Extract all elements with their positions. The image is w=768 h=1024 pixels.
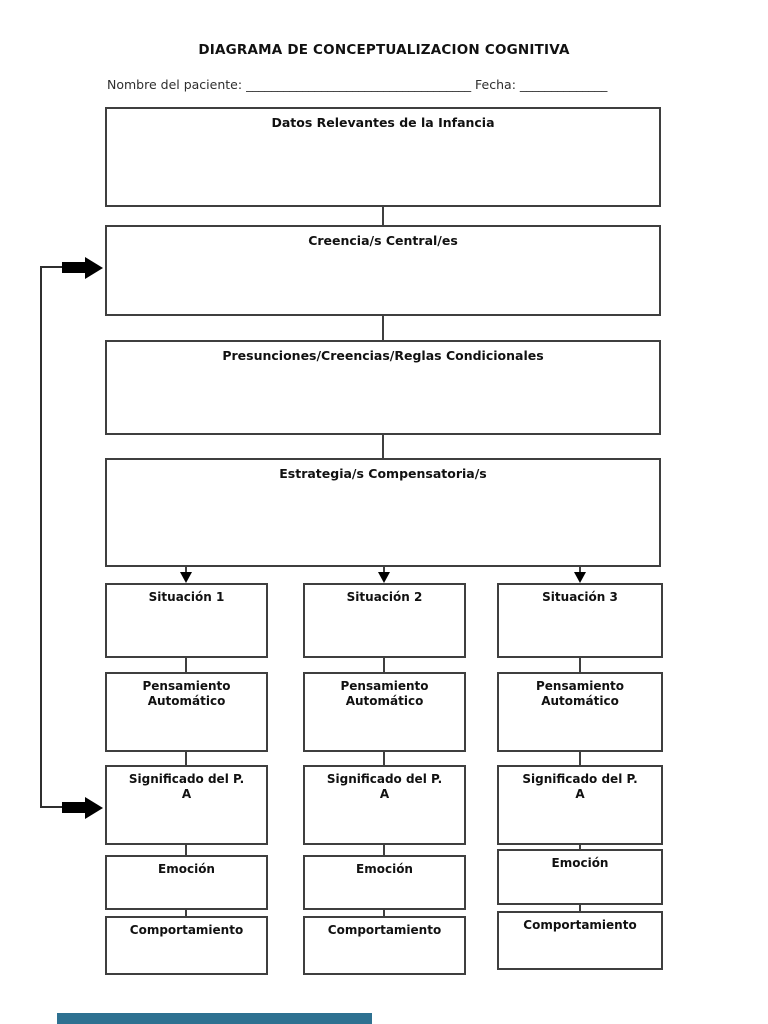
date-label: Fecha: — [475, 77, 516, 92]
box-comportamiento-1-label: Comportamiento — [129, 923, 244, 937]
down-arrow-icon — [377, 572, 390, 583]
box-comportamiento-3: Comportamiento — [497, 911, 663, 970]
connector-col1-pens-sig — [185, 752, 187, 765]
arrow-stem-col1 — [185, 567, 187, 574]
block-arrow-icon — [62, 801, 85, 813]
box-situacion-2: Situación 2 — [303, 583, 466, 658]
connector-col3-situ-pens — [579, 658, 581, 672]
box-situacion-1-label: Situación 1 — [148, 590, 225, 604]
box-estrategia: Estrategia/s Compensatoria/s — [105, 458, 661, 567]
box-comportamiento-3-label: Comportamiento — [523, 918, 637, 932]
arrow-stem-col2 — [383, 567, 385, 574]
connector-datos-creencia — [382, 205, 384, 226]
connector-col1-situ-pens — [185, 658, 187, 672]
connector-col3-pens-sig — [579, 752, 581, 765]
box-pensamiento-3-label: Pensamiento Automático — [536, 679, 624, 708]
connector-col1-sig-emo — [185, 845, 187, 855]
down-arrow-icon — [179, 572, 192, 583]
connector-presunciones-estrategia — [382, 433, 384, 459]
box-presunciones: Presunciones/Creencias/Reglas Condiciona… — [105, 340, 661, 435]
patient-name-blank: ____________________________________ — [246, 77, 472, 92]
box-significado-1: Significado del P. A — [105, 765, 268, 845]
box-datos-infancia-label: Datos Relevantes de la Infancia — [271, 115, 495, 130]
box-significado-3-label: Significado del P. A — [522, 772, 638, 801]
connector-col3-emo-comp — [579, 905, 581, 911]
box-pensamiento-2-label: Pensamiento Automático — [340, 679, 429, 708]
box-presunciones-label: Presunciones/Creencias/Reglas Condiciona… — [222, 348, 544, 363]
box-significado-3: Significado del P. A — [497, 765, 663, 845]
box-situacion-3-label: Situación 3 — [542, 590, 618, 604]
box-emocion-1-label: Emoción — [158, 862, 215, 876]
feedback-line-top — [40, 266, 63, 268]
feedback-line-bottom — [40, 806, 63, 808]
patient-info-line: Nombre del paciente: ___________________… — [107, 77, 663, 92]
box-emocion-3: Emoción — [497, 849, 663, 905]
box-situacion-3: Situación 3 — [497, 583, 663, 658]
box-emocion-2-label: Emoción — [356, 862, 413, 876]
block-arrow-icon — [85, 256, 103, 279]
box-creencia-central-label: Creencia/s Central/es — [308, 233, 458, 248]
box-pensamiento-1: Pensamiento Automático — [105, 672, 268, 752]
arrow-stem-col3 — [579, 567, 581, 574]
page-title: DIAGRAMA DE CONCEPTUALIZACION COGNITIVA — [198, 42, 570, 58]
box-comportamiento-1: Comportamiento — [105, 916, 268, 975]
feedback-line-vertical — [40, 266, 42, 808]
down-arrow-icon — [573, 572, 586, 583]
connector-col2-sig-emo — [383, 845, 385, 855]
box-significado-2: Significado del P. A — [303, 765, 466, 845]
box-creencia-central: Creencia/s Central/es — [105, 225, 661, 316]
patient-name-label: Nombre del paciente: — [107, 77, 243, 92]
box-situacion-2-label: Situación 2 — [346, 590, 423, 604]
box-pensamiento-1-label: Pensamiento Automático — [142, 679, 231, 708]
box-pensamiento-2: Pensamiento Automático — [303, 672, 466, 752]
connector-col3-sig-emo — [579, 845, 581, 849]
connector-col2-emo-comp — [383, 910, 385, 916]
box-estrategia-label: Estrategia/s Compensatoria/s — [279, 466, 487, 481]
box-emocion-3-label: Emoción — [551, 856, 609, 870]
block-arrow-icon — [85, 796, 103, 819]
box-pensamiento-3: Pensamiento Automático — [497, 672, 663, 752]
connector-creencia-presunciones — [382, 314, 384, 341]
block-arrow-icon — [62, 261, 85, 273]
box-emocion-2: Emoción — [303, 855, 466, 910]
connector-col2-situ-pens — [383, 658, 385, 672]
bottom-accent-bar — [57, 1013, 372, 1024]
box-datos-infancia: Datos Relevantes de la Infancia — [105, 107, 661, 207]
box-comportamiento-2: Comportamiento — [303, 916, 466, 975]
box-comportamiento-2-label: Comportamiento — [327, 923, 442, 937]
date-blank: ______________ — [519, 77, 608, 92]
connector-col2-pens-sig — [383, 752, 385, 765]
box-significado-1-label: Significado del P. A — [128, 772, 245, 801]
box-situacion-1: Situación 1 — [105, 583, 268, 658]
box-emocion-1: Emoción — [105, 855, 268, 910]
box-significado-2-label: Significado del P. A — [326, 772, 443, 801]
connector-col1-emo-comp — [185, 910, 187, 916]
